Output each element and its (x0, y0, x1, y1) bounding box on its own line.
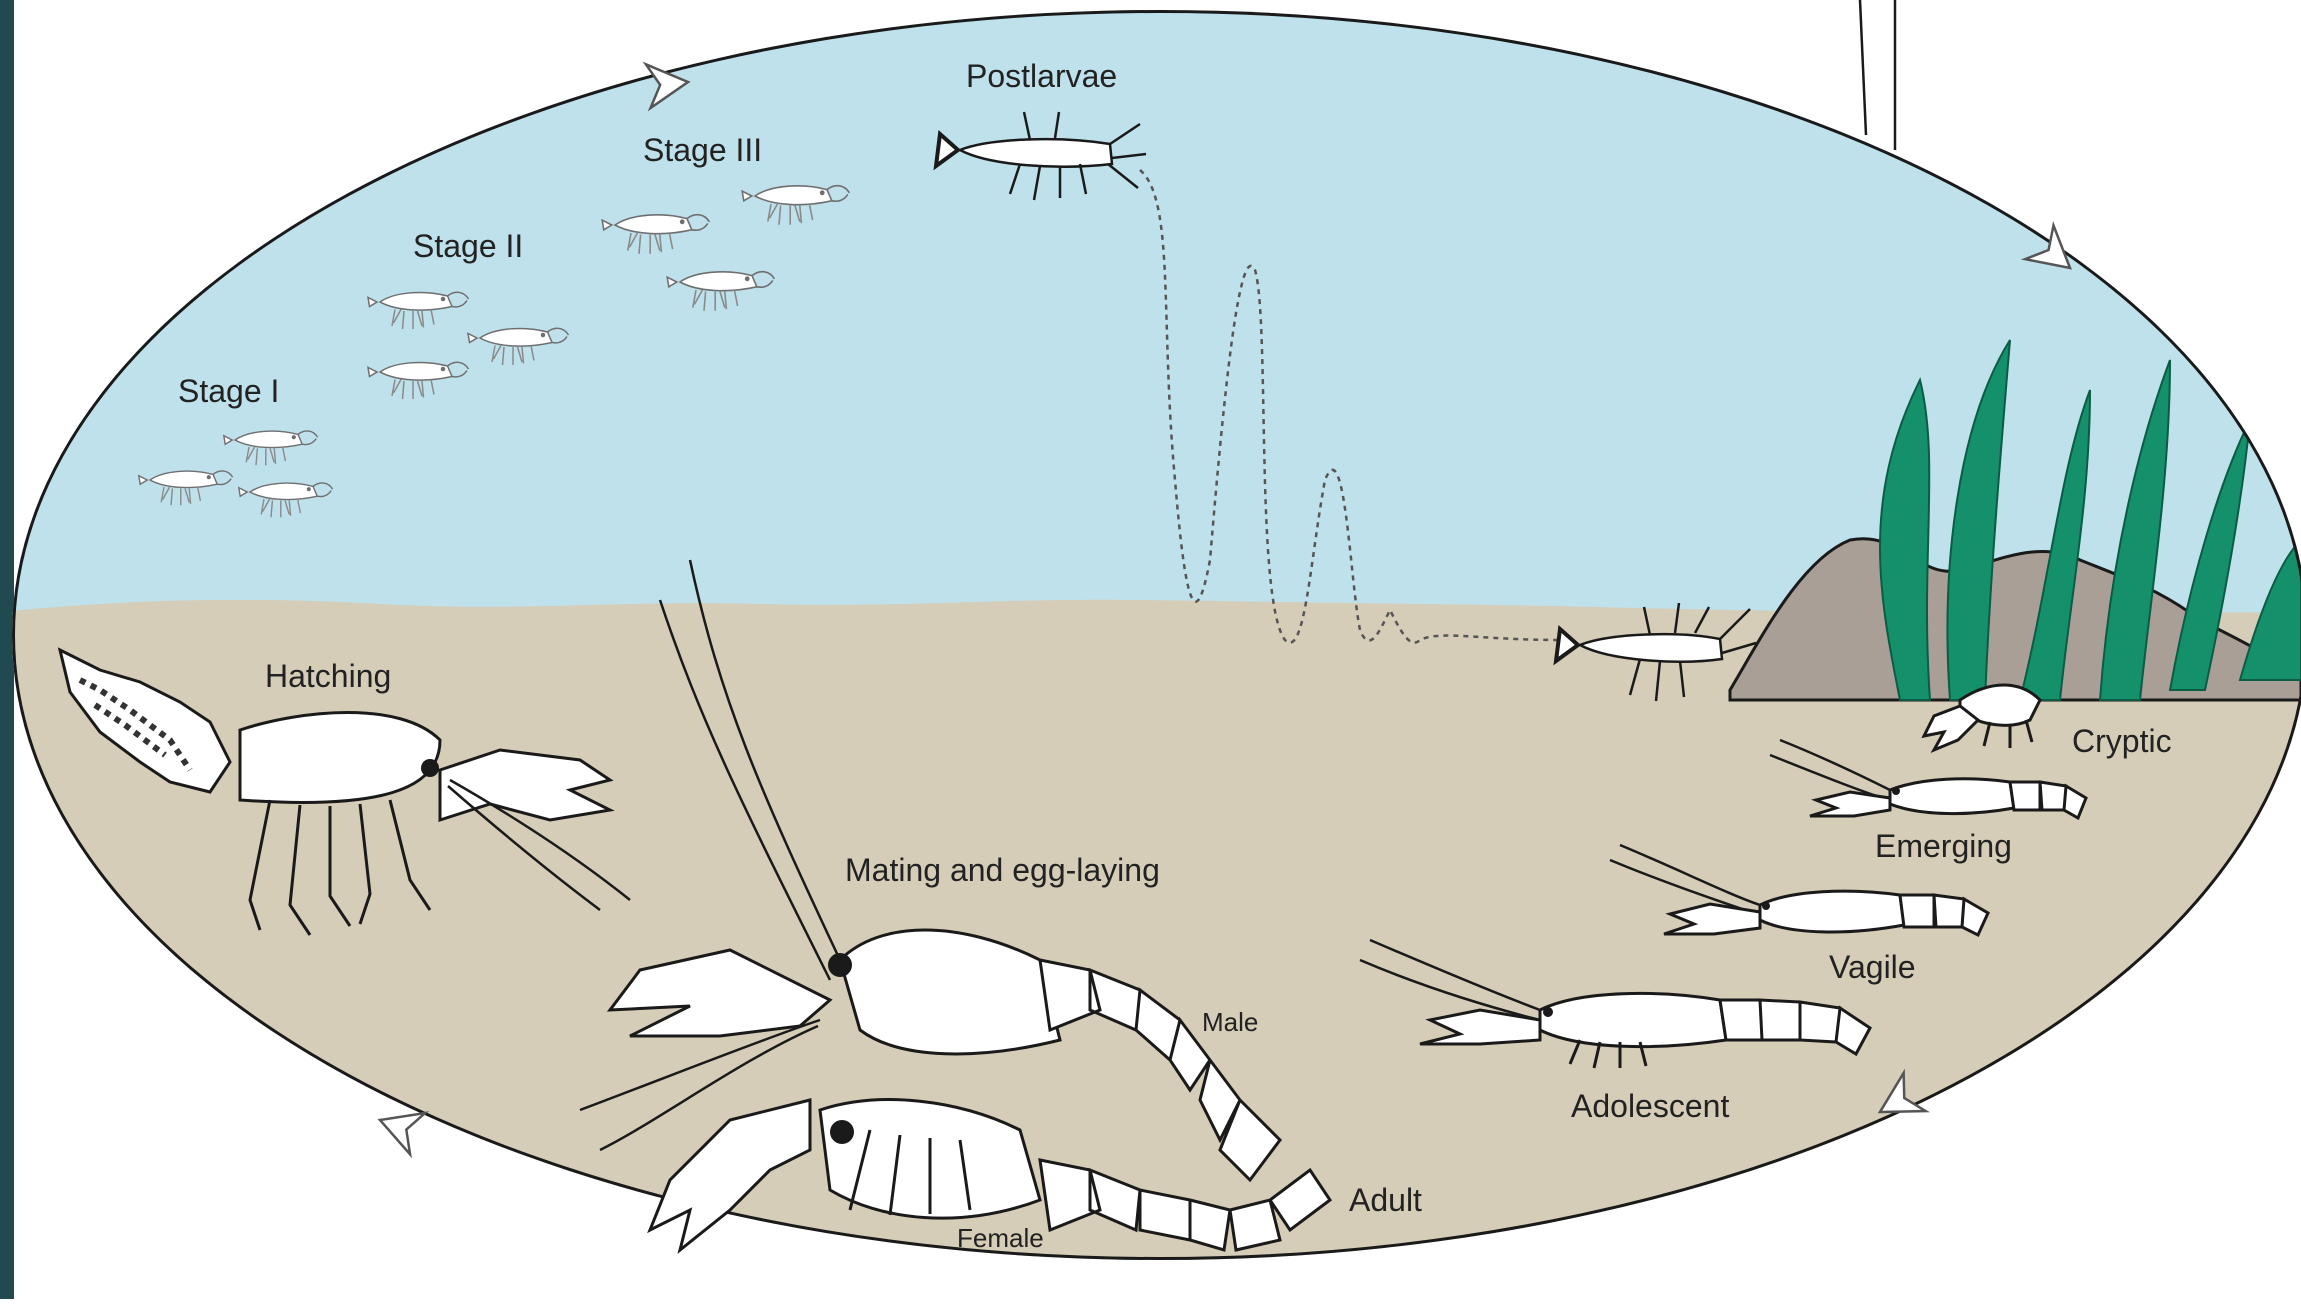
left-frame-edge (0, 0, 14, 1299)
label-male: Male (1202, 1007, 1258, 1037)
label-hatching: Hatching (265, 658, 391, 694)
label-stage-3: Stage III (643, 132, 762, 168)
label-vagile: Vagile (1829, 949, 1916, 985)
label-female: Female (957, 1223, 1044, 1253)
label-stage-2: Stage II (413, 228, 523, 264)
label-cryptic: Cryptic (2072, 723, 2172, 759)
frame-lines (1860, 0, 1895, 150)
label-stage-1: Stage I (178, 373, 279, 409)
label-adult: Adult (1349, 1182, 1422, 1218)
label-mating: Mating and egg-laying (845, 852, 1160, 888)
label-postlarvae: Postlarvae (966, 58, 1117, 94)
label-emerging: Emerging (1875, 828, 2012, 864)
label-adolescent: Adolescent (1571, 1088, 1729, 1124)
